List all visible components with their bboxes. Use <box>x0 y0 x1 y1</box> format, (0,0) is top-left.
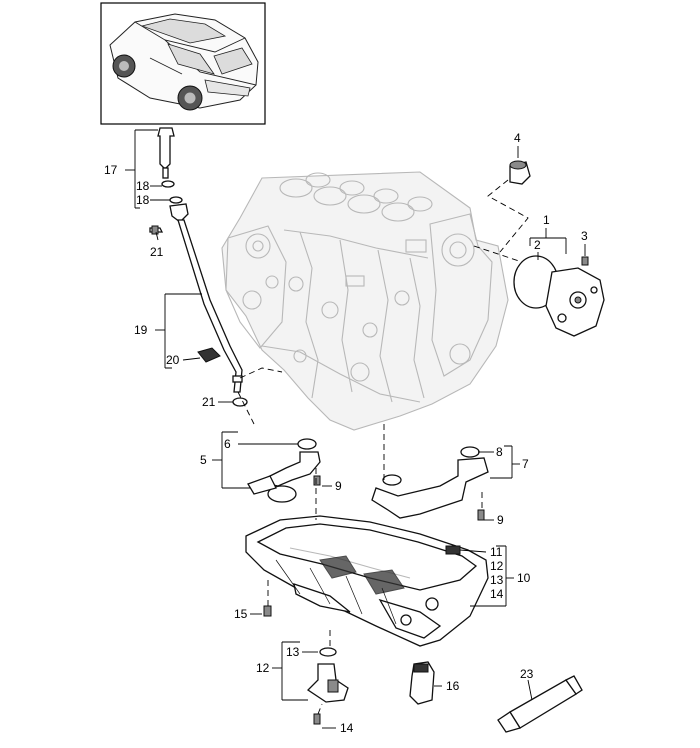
callout-17: 17 <box>104 163 118 177</box>
dipstick-handle <box>157 127 175 169</box>
callout-9-left: 9 <box>335 479 342 493</box>
callout-14-upper: 14 <box>490 587 504 601</box>
sensor-housing <box>327 679 339 693</box>
seal-ring-13 <box>319 647 337 657</box>
callout-12-lower: 12 <box>256 661 270 675</box>
callout-3: 3 <box>581 229 588 243</box>
callout-4: 4 <box>514 131 521 145</box>
dipstick-assembly <box>149 127 248 407</box>
callout-14-lower: 14 <box>340 721 354 735</box>
callout-21-upper: 21 <box>150 245 164 259</box>
dipstick-guide-tube <box>177 219 243 393</box>
o-ring-18-lower <box>169 196 183 204</box>
callout-18-lower: 18 <box>136 193 150 207</box>
sealant-tube-body <box>509 679 577 729</box>
callout-21-lower: 21 <box>202 395 216 409</box>
bolt-9-left <box>313 475 321 486</box>
oil-pipe-body <box>371 457 489 519</box>
callout-10: 10 <box>517 571 531 585</box>
o-ring-18-upper <box>161 180 175 188</box>
oil-pipe-7 <box>371 446 489 521</box>
callout-20: 20 <box>166 353 180 367</box>
engine-block-ghost <box>221 171 509 431</box>
clip-20 <box>197 347 221 363</box>
vacuum-pump-assembly <box>509 160 605 337</box>
callout-1: 1 <box>543 213 550 227</box>
dipstick-stem <box>162 167 169 179</box>
callout-13-upper: 13 <box>490 573 504 587</box>
bolt-14-lower <box>313 713 321 725</box>
bolt-3 <box>581 256 589 266</box>
callout-18-upper: 18 <box>136 179 150 193</box>
sealing-plug-4-top <box>509 160 527 170</box>
callout-13-lower: 13 <box>286 645 300 659</box>
callout-11: 11 <box>490 545 503 559</box>
callout-9-right: 9 <box>497 513 504 527</box>
oil-pan-flange <box>256 523 478 591</box>
bolt-15 <box>263 605 272 617</box>
callout-6: 6 <box>224 437 231 451</box>
bolt-21-upper-head <box>151 225 159 235</box>
oil-drain-assembly <box>306 647 435 725</box>
callout-15: 15 <box>234 607 248 621</box>
o-ring-8-right <box>460 446 480 458</box>
callout-12-upper: 12 <box>490 559 504 573</box>
callout-numbers: 17 18 18 21 19 20 21 4 1 2 3 6 5 9 8 7 9… <box>104 131 588 735</box>
o-ring-6 <box>297 438 317 450</box>
vehicle-thumbnail <box>100 2 266 125</box>
suction-pipe-flange <box>247 475 277 495</box>
o-ring-8-left <box>382 474 402 486</box>
guide-tube-bracket <box>169 203 189 223</box>
callout-8: 8 <box>496 445 503 459</box>
sealant-tube-cap <box>497 711 522 733</box>
callout-19: 19 <box>134 323 148 337</box>
callout-23: 23 <box>520 667 534 681</box>
sealant-tube-crimp <box>565 675 583 695</box>
callout-2: 2 <box>534 238 541 252</box>
oil-suction-pipe-5 <box>247 438 321 503</box>
callout-7: 7 <box>522 457 529 471</box>
bolt-9-right <box>477 509 485 521</box>
guide-tube-ring <box>232 375 243 383</box>
suction-strainer <box>267 485 297 503</box>
callout-16: 16 <box>446 679 460 693</box>
sealant-tube-23 <box>497 675 583 733</box>
suction-pipe-body <box>265 451 321 487</box>
oil-pan-10 <box>245 515 489 647</box>
suv-illustration <box>109 13 259 111</box>
leader-lines <box>125 129 586 729</box>
callout-5: 5 <box>200 453 207 467</box>
oil-level-sensor-11 <box>445 545 461 555</box>
